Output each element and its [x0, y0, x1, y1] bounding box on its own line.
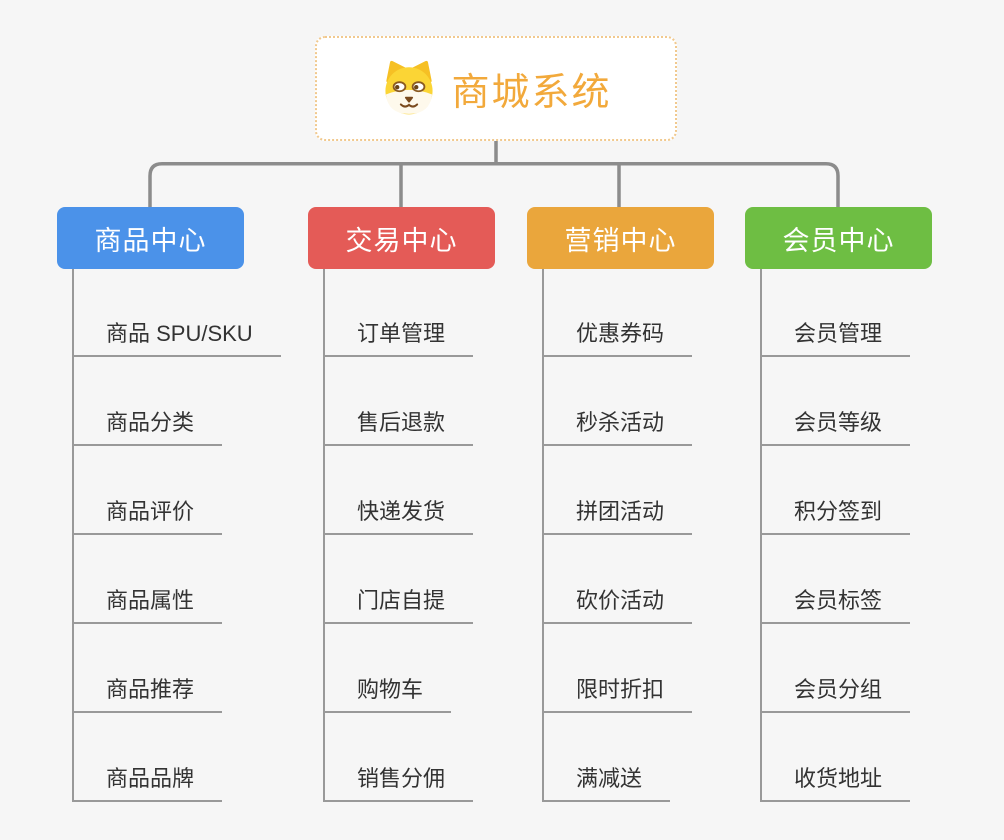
leaf-node-member-level[interactable]: 会员等级 — [760, 406, 911, 446]
leaf-node-spend-and-save[interactable]: 满减送 — [542, 762, 671, 802]
leaf-node-flash-sale[interactable]: 秒杀活动 — [542, 406, 693, 446]
leaf-node-member-management[interactable]: 会员管理 — [760, 317, 911, 357]
branch-node-marketing-center[interactable]: 营销中心 — [527, 207, 714, 269]
branch-node-trade-center[interactable]: 交易中心 — [308, 207, 495, 269]
leaf-node-product-brand[interactable]: 商品品牌 — [72, 762, 223, 802]
leaf-node-bargain-activity[interactable]: 砍价活动 — [542, 584, 693, 624]
leaf-node-aftersale-refund[interactable]: 售后退款 — [323, 406, 474, 446]
leaf-node-group-buying[interactable]: 拼团活动 — [542, 495, 693, 535]
root-node-mall-system[interactable]: 商城系统 — [315, 36, 677, 141]
branch-node-product-center[interactable]: 商品中心 — [57, 207, 244, 269]
leaf-node-shopping-cart[interactable]: 购物车 — [323, 673, 452, 713]
leaf-node-store-pickup[interactable]: 门店自提 — [323, 584, 474, 624]
leaf-node-member-group[interactable]: 会员分组 — [760, 673, 911, 713]
leaf-node-product-review[interactable]: 商品评价 — [72, 495, 223, 535]
leaf-node-member-tag[interactable]: 会员标签 — [760, 584, 911, 624]
leaf-node-product-category[interactable]: 商品分类 — [72, 406, 223, 446]
leaf-node-points-checkin[interactable]: 积分签到 — [760, 495, 911, 535]
leaf-node-sales-commission[interactable]: 销售分佣 — [323, 762, 474, 802]
leaf-node-limited-time-discount[interactable]: 限时折扣 — [542, 673, 693, 713]
leaf-node-coupon-code[interactable]: 优惠券码 — [542, 317, 693, 357]
leaf-node-product-spu-sku[interactable]: 商品 SPU/SKU — [72, 317, 281, 357]
branch-node-member-center[interactable]: 会员中心 — [745, 207, 932, 269]
leaf-node-product-attribute[interactable]: 商品属性 — [72, 584, 223, 624]
leaf-node-order-management[interactable]: 订单管理 — [323, 317, 474, 357]
leaf-node-shipping-address[interactable]: 收货地址 — [760, 762, 911, 802]
leaf-node-product-recommend[interactable]: 商品推荐 — [72, 673, 223, 713]
leaf-node-express-delivery[interactable]: 快递发货 — [323, 495, 474, 535]
root-node-title: 商城系统 — [451, 72, 612, 114]
dog-face-icon — [385, 60, 434, 114]
